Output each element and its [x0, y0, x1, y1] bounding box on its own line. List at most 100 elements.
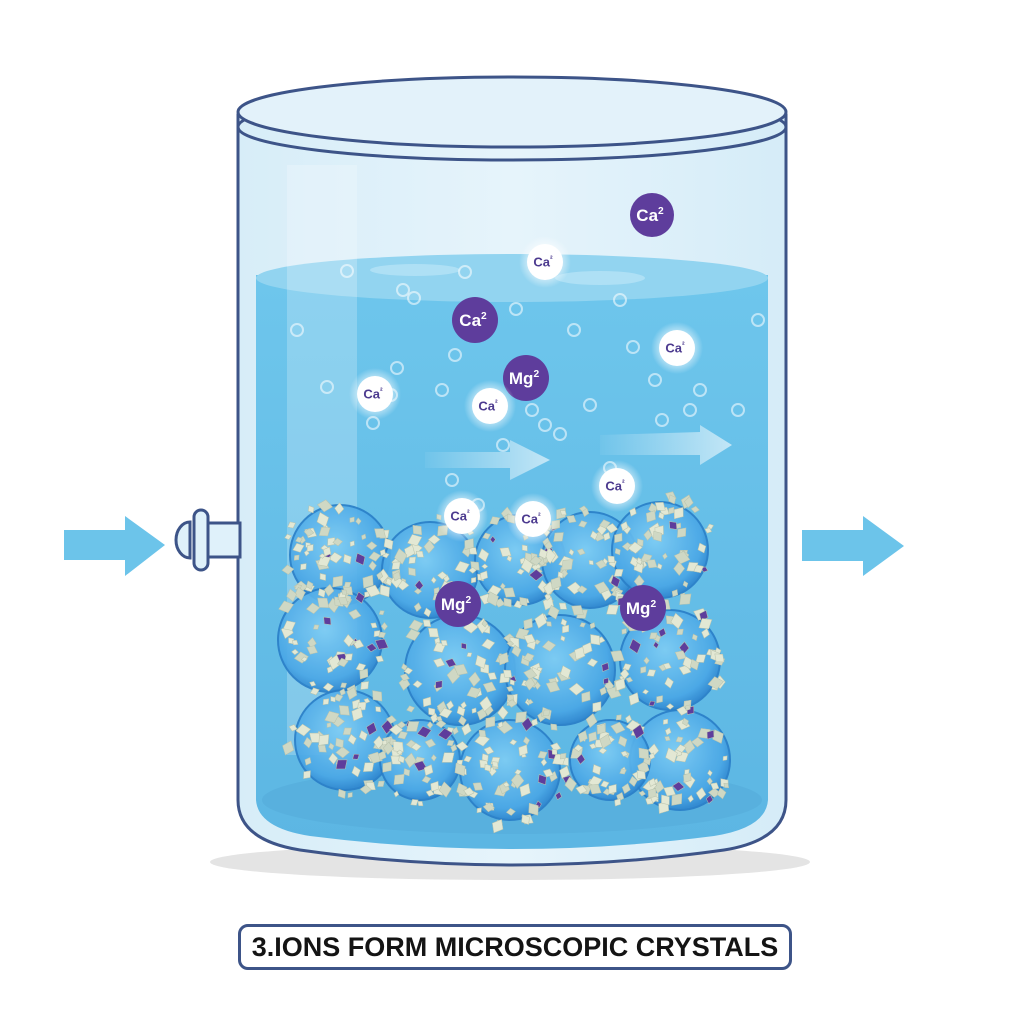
- crystal: [300, 563, 307, 571]
- crystal: [309, 681, 317, 687]
- ca-ion: Ca²: [436, 490, 488, 542]
- crystal: [551, 748, 558, 756]
- bound-ion-dot: [555, 791, 562, 801]
- ca-ion: Ca²: [651, 322, 703, 374]
- crystal: [316, 511, 329, 528]
- crystal: [712, 729, 724, 744]
- crystal: [600, 780, 610, 788]
- crystal: [691, 633, 698, 641]
- crystal: [638, 790, 646, 797]
- crystal: [482, 802, 495, 813]
- crystal: [401, 663, 408, 672]
- crystal: [529, 555, 543, 566]
- ion-symbol: Ca²: [478, 398, 498, 413]
- crystal: [415, 550, 424, 558]
- crystal: [408, 556, 417, 564]
- crystal: [398, 676, 411, 691]
- crystal: [625, 714, 632, 724]
- crystal: [506, 808, 516, 816]
- crystal-cluster: [278, 491, 730, 834]
- crystal: [716, 787, 727, 800]
- bound-ion-dot: [416, 725, 432, 738]
- crystal: [707, 676, 724, 690]
- crystal: [674, 650, 687, 660]
- crystal: [295, 536, 303, 543]
- crystal: [468, 671, 481, 687]
- ion-symbol: Ca²: [605, 478, 625, 493]
- crystal: [586, 658, 599, 668]
- ca-ion: Ca²: [507, 493, 559, 545]
- crystal: [664, 676, 674, 689]
- crystal: [640, 666, 647, 674]
- crystal: [545, 681, 561, 693]
- crystal: [348, 609, 362, 620]
- crystal: [327, 597, 340, 614]
- bubble: [407, 291, 421, 305]
- crystal: [481, 638, 496, 650]
- crystal: [412, 680, 423, 689]
- crystal: [685, 704, 691, 711]
- crystal: [284, 533, 292, 540]
- crystal: [349, 540, 355, 547]
- inlet-pipe: [174, 508, 242, 572]
- crystal: [319, 573, 326, 581]
- crystal: [396, 721, 407, 729]
- crystal: [542, 768, 554, 778]
- bubble: [396, 283, 410, 297]
- crystal: [481, 619, 488, 628]
- crystal: [378, 610, 385, 615]
- bubble: [445, 473, 459, 487]
- crystal: [629, 507, 637, 517]
- crystal: [590, 634, 601, 646]
- crystal: [383, 537, 394, 550]
- crystal: [664, 727, 672, 736]
- ion-charge: ²: [682, 340, 685, 349]
- crystal: [577, 730, 588, 743]
- crystal: [407, 534, 423, 547]
- crystal: [677, 527, 687, 538]
- crystal: [482, 532, 491, 540]
- crystal: [520, 558, 534, 574]
- crystal: [531, 718, 538, 727]
- crystal: [502, 781, 510, 788]
- crystal: [560, 618, 568, 627]
- crystal: [665, 747, 678, 764]
- crystal: [710, 782, 720, 790]
- crystal: [458, 715, 467, 726]
- bound-ion-dot: [352, 753, 360, 760]
- crystal: [363, 762, 375, 772]
- crystal: [303, 736, 313, 749]
- bubble: [290, 323, 304, 337]
- crystal: [560, 665, 571, 679]
- crystal: [599, 519, 611, 529]
- crystal: [606, 604, 619, 615]
- crystal: [668, 494, 677, 505]
- crystal: [455, 741, 469, 752]
- crystal: [428, 627, 439, 638]
- crystal: [381, 622, 388, 631]
- crystal: [498, 652, 509, 666]
- bound-ion-dot: [576, 753, 586, 765]
- crystal: [568, 682, 585, 696]
- crystal: [383, 741, 394, 755]
- crystal: [318, 526, 331, 537]
- bubble: [538, 418, 552, 432]
- ca-ion: Ca2: [630, 193, 674, 237]
- crystal: [621, 628, 627, 635]
- crystal: [648, 502, 658, 515]
- crystal: [304, 757, 312, 766]
- crystal: [360, 681, 369, 690]
- crystal: [547, 604, 560, 620]
- crystal: [654, 502, 666, 511]
- crystal: [506, 555, 513, 562]
- crystal: [385, 715, 397, 724]
- flow-arrow-2: [600, 425, 732, 465]
- bubble: [567, 323, 581, 337]
- arrow-right-icon: [425, 440, 550, 480]
- crystal: [550, 576, 562, 590]
- crystal: [588, 560, 594, 565]
- bound-ion-dot: [632, 724, 645, 740]
- crystal: [343, 553, 352, 565]
- bound-ion-dot: [603, 677, 609, 685]
- crystal: [690, 505, 700, 513]
